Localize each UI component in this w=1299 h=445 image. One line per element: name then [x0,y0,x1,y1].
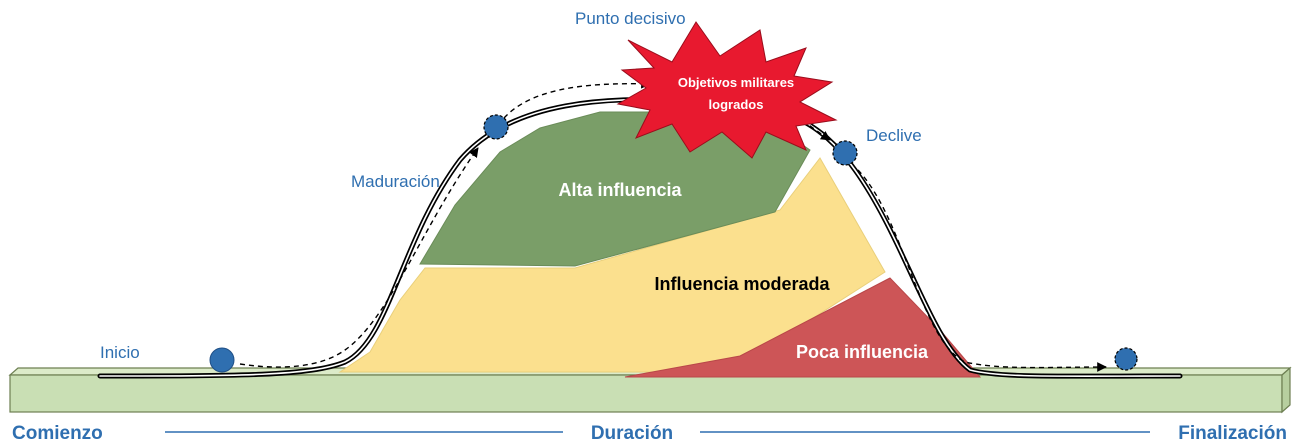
burst-text-line1: Objetivos militares [678,75,794,90]
ball-inicio [209,347,235,373]
arrow-declive-to-end [857,169,1107,372]
label-punto-decisivo: Punto decisivo [575,9,686,28]
label-poca-influencia: Poca influencia [796,342,929,362]
ball-end [1114,347,1138,371]
burst-text-line2: logrados [709,97,764,112]
label-influencia-moderada: Influencia moderada [654,274,830,294]
axis-end-label: Finalización [1178,423,1287,444]
ground-base [8,366,1292,414]
starburst [616,21,838,159]
label-inicio: Inicio [100,343,140,362]
axis-start-label: Comienzo [12,423,103,444]
axis-middle-label: Duración [591,423,673,444]
zone-low [624,277,982,378]
label-maduracion: Maduración [351,172,440,191]
label-alta-influencia: Alta influencia [558,180,682,200]
duration-axis: Comienzo Duración Finalización [12,423,1287,444]
label-declive: Declive [866,126,922,145]
ball-maduracion [483,114,509,140]
arrow-maduracion-to-peak [503,78,651,119]
ball-declive [832,140,858,166]
